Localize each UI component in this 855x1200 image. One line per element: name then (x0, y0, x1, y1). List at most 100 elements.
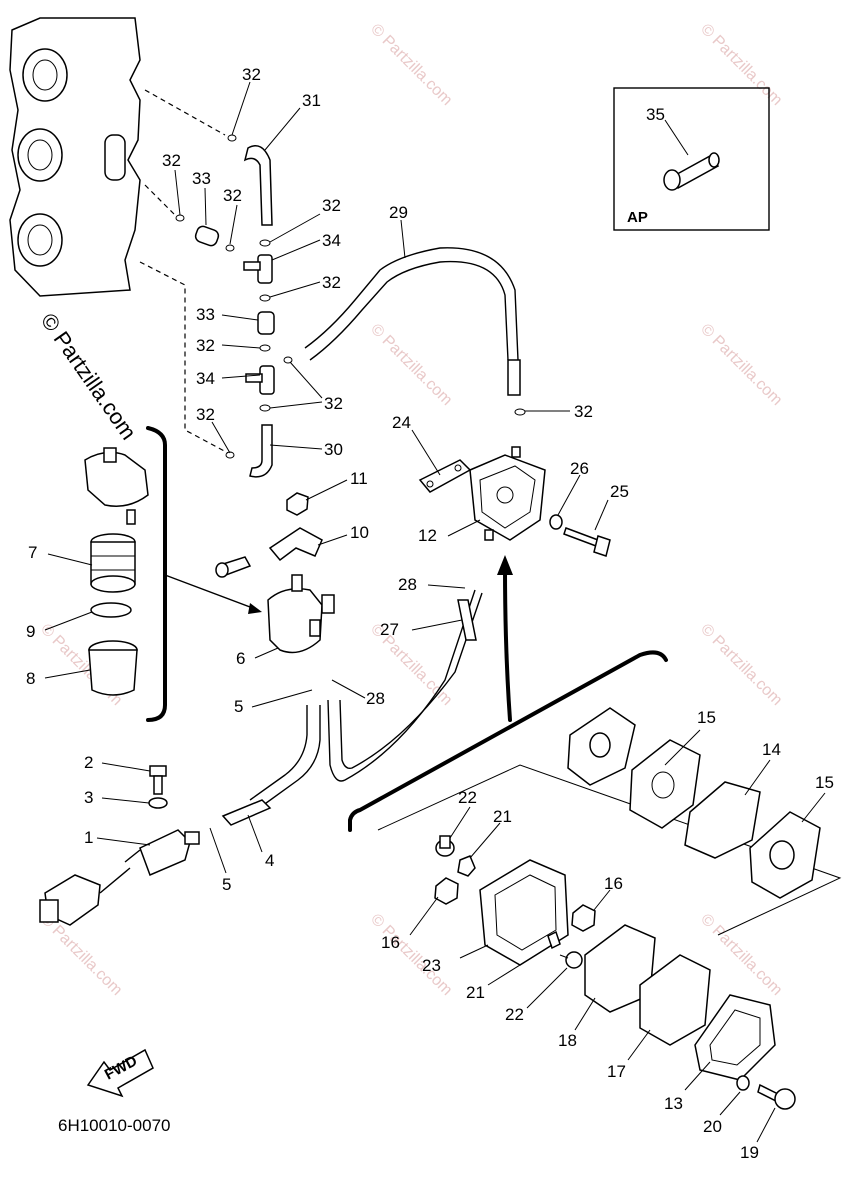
leader-dashed (144, 89, 226, 136)
inset-frame (613, 87, 770, 231)
assembly-arrow-pump (503, 566, 512, 722)
gasket-24 (418, 459, 472, 493)
callout-3: 3 (84, 788, 93, 807)
callout-13: 13 (664, 1094, 683, 1113)
fuel-filter-6 (267, 574, 335, 654)
callout-30: 30 (324, 440, 343, 459)
callout-33: 33 (192, 169, 211, 188)
watermark: © Partzilla.com (37, 911, 125, 999)
callout-22: 22 (458, 788, 477, 807)
callout-32: 32 (242, 65, 261, 84)
fuel-connector (39, 874, 101, 926)
screw-22-lower (559, 951, 583, 969)
watermark: © Partzilla.com (697, 21, 785, 109)
watermark: © Partzilla.com (367, 911, 455, 999)
hose-5-4 (249, 589, 483, 807)
callout-4: 4 (265, 851, 274, 870)
inset-label: AP (627, 209, 648, 226)
arrow-head (248, 603, 262, 614)
callout-34: 34 (322, 231, 341, 250)
callout-21: 21 (493, 807, 512, 826)
connector-line (99, 867, 131, 894)
callout-23: 23 (422, 956, 441, 975)
hose-29 (304, 247, 521, 396)
callout-6: 6 (236, 649, 245, 668)
pump-cover-13 (694, 994, 776, 1081)
fuel-joint-1 (124, 829, 200, 877)
callout-2: 2 (84, 753, 93, 772)
gasket-14 (684, 781, 761, 859)
hose-31 (243, 145, 273, 226)
diaphragm-15a (629, 739, 701, 829)
watermark: © Partzilla.com (367, 21, 455, 109)
callout-27: 27 (380, 620, 399, 639)
hose-27 (457, 599, 477, 641)
callout-22: 22 (505, 1005, 524, 1024)
callout-28: 28 (366, 689, 385, 708)
callout-10: 10 (350, 523, 369, 542)
clip-21-upper (457, 855, 476, 877)
fwd-arrow: FWD (86, 1048, 154, 1098)
assembly-arrow (164, 574, 259, 611)
joint-34-lower (245, 365, 275, 395)
leader-lines (44, 81, 826, 1143)
hose-4 (221, 799, 272, 826)
callout-32: 32 (322, 196, 341, 215)
o-ring-9 (90, 602, 132, 618)
hose-30 (249, 424, 273, 478)
callout-15: 15 (697, 708, 716, 727)
washer-20 (736, 1075, 750, 1091)
bolt-2 (149, 765, 167, 795)
callout-28: 28 (398, 575, 417, 594)
callout-33: 33 (196, 305, 215, 324)
filter-head (84, 447, 149, 525)
inset-box-ap: AP (613, 87, 770, 231)
callout-32: 32 (574, 402, 593, 421)
callout-19: 19 (740, 1143, 759, 1162)
clip-21-lower (547, 930, 561, 950)
callout-1: 1 (84, 828, 93, 847)
exploded-frame (377, 764, 842, 936)
watermark: © Partzilla.com (367, 321, 455, 409)
callout-24: 24 (392, 413, 411, 432)
callout-34: 34 (196, 369, 215, 388)
group-bracket-left (146, 426, 167, 722)
callout-32: 32 (324, 394, 343, 413)
diaphragm-15b (749, 811, 821, 899)
callout-20: 20 (703, 1117, 722, 1136)
callout-8: 8 (26, 669, 35, 688)
filter-cup-8 (88, 640, 138, 696)
nut-16-right (571, 904, 596, 932)
callout-21: 21 (466, 983, 485, 1002)
callout-25: 25 (610, 482, 629, 501)
bolt-clamp (215, 556, 252, 578)
nut-11 (286, 492, 309, 516)
washer-3 (148, 797, 168, 809)
callout-5: 5 (222, 875, 231, 894)
callout-12: 12 (418, 526, 437, 545)
callout-32: 32 (322, 273, 341, 292)
cylinder-block (9, 17, 141, 297)
callout-17: 17 (607, 1062, 626, 1081)
callout-14: 14 (762, 740, 781, 759)
callout-32: 32 (196, 336, 215, 355)
watermark: © Partzilla.com (697, 621, 785, 709)
bolt-25 (563, 527, 611, 557)
leader-dashed (139, 261, 229, 454)
leader-35 (664, 119, 689, 156)
joint-34-upper (243, 254, 273, 284)
callout-31: 31 (302, 91, 321, 110)
callout-18: 18 (558, 1031, 577, 1050)
bracket-10 (268, 527, 323, 562)
pump-cover-plate (567, 707, 636, 786)
callout-7: 7 (28, 543, 37, 562)
callout-labels: 32 31 32 33 32 32 34 32 33 32 34 32 32 3… (26, 65, 834, 1162)
screw-22-upper (435, 835, 455, 857)
callout-32: 32 (162, 151, 181, 170)
callout-32: 32 (196, 405, 215, 424)
screw-19 (757, 1083, 796, 1110)
group-bracket-right (348, 650, 668, 832)
callout-26: 26 (570, 459, 589, 478)
